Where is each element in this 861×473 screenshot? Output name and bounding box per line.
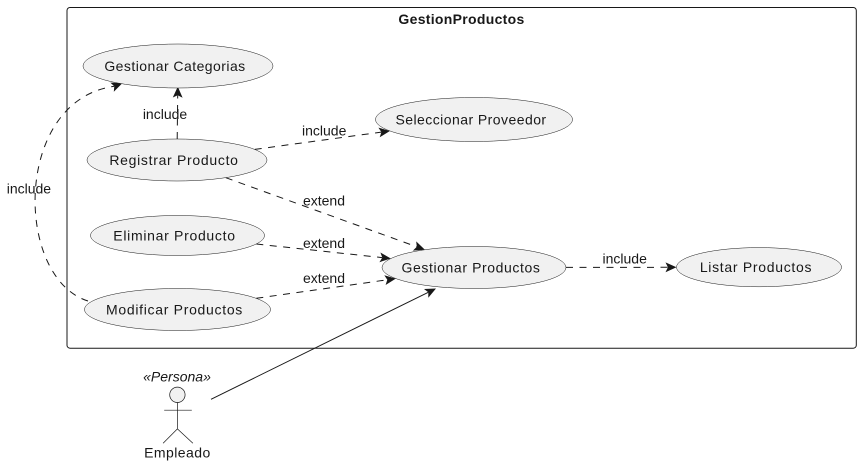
svg-text:Eliminar Producto: Eliminar Producto — [113, 228, 235, 244]
svg-text:include: include — [143, 106, 188, 122]
svg-text:Modificar Productos: Modificar Productos — [106, 302, 243, 318]
svg-text:Seleccionar Proveedor: Seleccionar Proveedor — [395, 112, 546, 128]
svg-text:«Persona»: «Persona» — [143, 369, 211, 385]
svg-text:include: include — [603, 251, 648, 267]
svg-text:Empleado: Empleado — [144, 445, 211, 461]
svg-text:include: include — [7, 181, 52, 197]
svg-text:GestionProductos: GestionProductos — [398, 11, 524, 27]
svg-text:Gestionar Categorias: Gestionar Categorias — [104, 58, 245, 74]
svg-text:Registrar Producto: Registrar Producto — [109, 152, 238, 168]
svg-text:extend: extend — [303, 192, 345, 208]
svg-text:include: include — [302, 123, 347, 139]
svg-text:Gestionar Productos: Gestionar Productos — [401, 260, 540, 276]
svg-text:extend: extend — [303, 270, 345, 286]
svg-text:Listar Productos: Listar Productos — [700, 259, 812, 275]
svg-text:extend: extend — [303, 235, 345, 251]
